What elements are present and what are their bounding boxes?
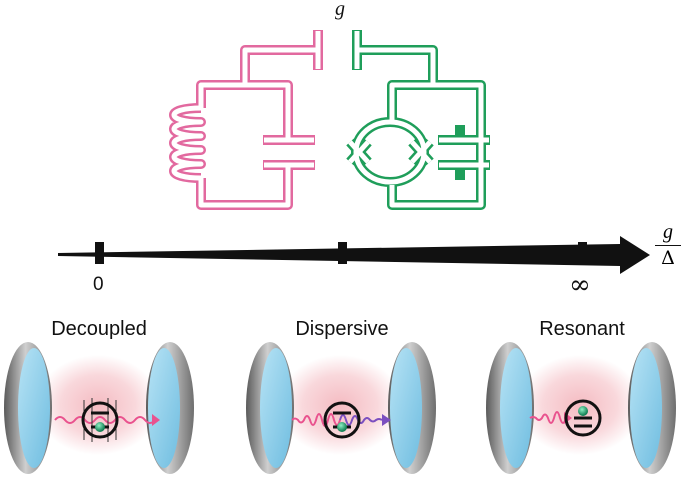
mirror-right-face — [390, 348, 422, 468]
photon-wave-packet — [529, 411, 567, 424]
axis-ratio-denominator: Δ — [661, 247, 675, 269]
coupling-symbol: g — [335, 0, 345, 20]
axis-ratio-label: g Δ — [655, 222, 681, 268]
axis-tick-middle — [338, 242, 347, 264]
lc-resonator-circuit-inner — [171, 31, 321, 208]
photon-wave — [54, 416, 156, 424]
axis-tick-infinity-label: ∞ — [569, 270, 591, 300]
transmon-qubit-circuit-inner — [348, 31, 489, 208]
axis-tick-zero — [95, 242, 104, 264]
axis-ratio-numerator: g — [663, 221, 673, 243]
axis-tick-zero-label: 0 — [93, 274, 104, 295]
axis-tick-infinity — [578, 242, 587, 264]
atom-icon — [323, 401, 361, 439]
mirror-left-face — [18, 348, 50, 468]
mirror-right-face — [630, 348, 662, 468]
regime-label-dispersive: Dispersive — [295, 318, 389, 340]
coupling-axis-arrow — [58, 236, 650, 274]
regime-label-decoupled: Decoupled — [51, 318, 147, 340]
regime-label-resonant: Resonant — [539, 318, 625, 340]
atom-icon — [564, 399, 602, 437]
cavity-dispersive — [246, 342, 436, 474]
cavity-resonant — [486, 342, 676, 474]
mirror-right-face — [148, 348, 180, 468]
mirror-left-face — [260, 348, 292, 468]
cavity-decoupled — [4, 342, 194, 474]
atom-icon — [81, 398, 119, 442]
mirror-left-face — [500, 348, 532, 468]
fraction-bar — [655, 245, 681, 246]
photon-wave-packet — [291, 413, 341, 427]
